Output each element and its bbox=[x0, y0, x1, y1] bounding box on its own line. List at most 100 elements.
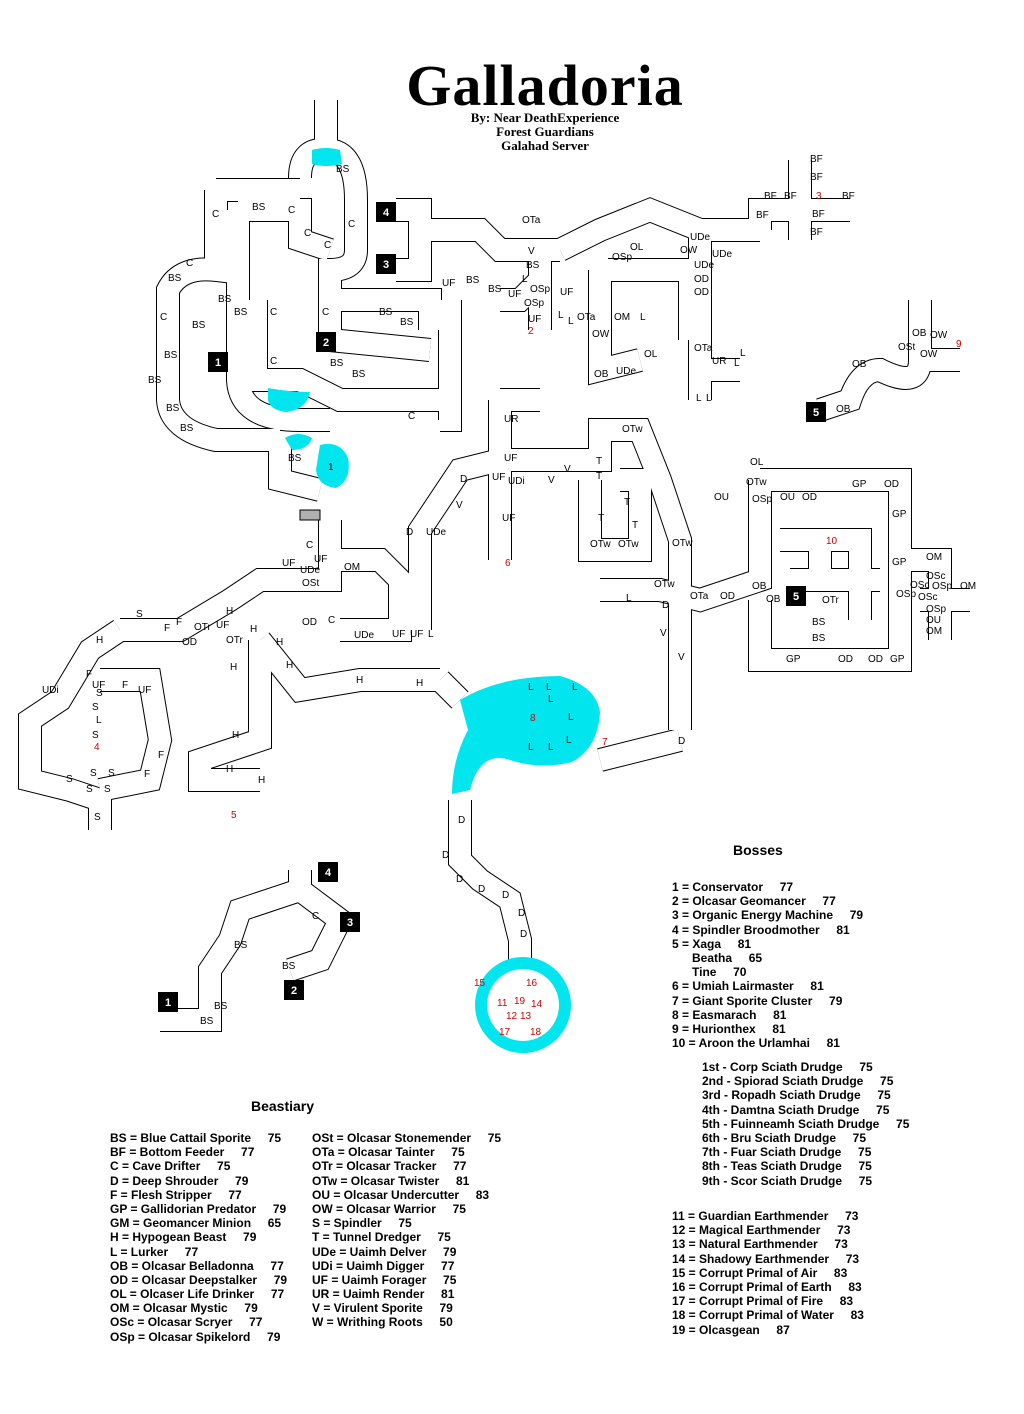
monster-label: D bbox=[456, 874, 463, 885]
monster-label: OD bbox=[802, 492, 817, 503]
monster-label: F bbox=[158, 750, 164, 761]
zone-marker: 4 bbox=[376, 202, 396, 222]
monster-label: UR bbox=[504, 414, 518, 425]
monster-label: BS bbox=[218, 294, 232, 305]
sciath-entry: 9th - Scor Sciath Drudge 75 bbox=[702, 1173, 873, 1188]
monster-label: BS bbox=[282, 961, 296, 972]
beast-entry: OTa = Olcasar Tainter 75 bbox=[312, 1145, 465, 1160]
monster-label: F bbox=[86, 669, 92, 680]
map-title: Galladoria bbox=[406, 53, 684, 118]
monster-label: T bbox=[596, 471, 602, 482]
beast-entry: D = Deep Shrouder 79 bbox=[110, 1173, 249, 1188]
monster-label: GP bbox=[852, 479, 867, 490]
boss-spot-number: 4 bbox=[94, 742, 100, 753]
boss-entry: 7 = Giant Sporite Cluster 79 bbox=[672, 993, 843, 1008]
monster-label: S bbox=[92, 702, 99, 713]
monster-label: BF bbox=[810, 172, 823, 183]
monster-label: L bbox=[572, 682, 578, 693]
beast-entry: OW = Olcasar Warrior 75 bbox=[312, 1201, 466, 1216]
monster-label: L bbox=[568, 712, 574, 723]
monster-label: OSc bbox=[910, 580, 929, 591]
monster-label: D bbox=[458, 815, 465, 826]
monster-label: BS bbox=[192, 320, 206, 331]
monster-label: L bbox=[734, 358, 740, 369]
earthmender-entry: 18 = Corrupt Primal of Water 83 bbox=[672, 1308, 864, 1323]
sciath-entry: 1st - Corp Sciath Drudge 75 bbox=[702, 1060, 873, 1074]
monster-label: D bbox=[442, 850, 449, 861]
monster-label: H bbox=[416, 678, 423, 689]
monster-label: L bbox=[428, 629, 434, 640]
monster-label: BF bbox=[812, 209, 825, 220]
monster-label: H bbox=[232, 730, 239, 741]
monster-label: S bbox=[108, 768, 115, 779]
boss-entry: 10 = Aroon the Urlamhai 81 bbox=[672, 1036, 840, 1051]
monster-label: OU bbox=[926, 615, 941, 626]
beast-entry: BF = Bottom Feeder 77 bbox=[110, 1145, 255, 1160]
beast-entry: GP = Gallidorian Predator 79 bbox=[110, 1201, 287, 1216]
monster-label: BS bbox=[200, 1016, 214, 1027]
monster-label: T bbox=[624, 497, 630, 508]
monster-label: OSp bbox=[932, 581, 952, 592]
monster-label: OSt bbox=[302, 578, 319, 589]
monster-label: C bbox=[312, 911, 319, 922]
monster-label: UF bbox=[314, 554, 327, 565]
earthmender-entry: 11 = Guardian Earthmender 73 bbox=[672, 1209, 859, 1223]
water-pool-mid bbox=[268, 388, 310, 412]
beast-entry: C = Cave Drifter 75 bbox=[110, 1159, 231, 1174]
monster-label: UF bbox=[392, 629, 405, 640]
water-pool-small bbox=[285, 434, 312, 450]
monster-label: OW bbox=[920, 349, 938, 360]
beast-entry: OM = Olcasar Mystic 79 bbox=[110, 1301, 258, 1316]
tunnel-network bbox=[18, 100, 970, 1032]
beast-entry: UF = Uaimh Forager 75 bbox=[312, 1272, 457, 1287]
boss-spot-number: 14 bbox=[531, 999, 543, 1010]
boss-entry: 4 = Spindler Broodmother 81 bbox=[672, 922, 850, 937]
monster-label: C bbox=[186, 258, 193, 269]
monster-label: S bbox=[96, 688, 103, 699]
monster-label: OD bbox=[302, 617, 317, 628]
monster-label: D bbox=[478, 884, 485, 895]
monster-label: OU bbox=[714, 492, 729, 503]
monster-label: L bbox=[546, 682, 552, 693]
monster-label: OD bbox=[838, 654, 853, 665]
monster-label: T bbox=[596, 456, 602, 467]
boss-spot-number: 19 bbox=[514, 996, 526, 1007]
monster-label: OTa bbox=[690, 591, 709, 602]
monster-label: OSc bbox=[918, 592, 937, 603]
monster-label: V bbox=[528, 246, 535, 257]
svg-text:5: 5 bbox=[793, 591, 799, 603]
monster-label: OD bbox=[720, 591, 735, 602]
zone-marker: 1 bbox=[208, 352, 228, 372]
svg-text:5: 5 bbox=[813, 407, 819, 419]
monster-label: OB bbox=[836, 404, 851, 415]
monster-label: D bbox=[662, 600, 669, 611]
monster-label: V bbox=[564, 464, 571, 475]
monster-label: S bbox=[66, 774, 73, 785]
monster-label: UF bbox=[560, 287, 573, 298]
monster-label: H bbox=[258, 775, 265, 786]
beast-entry: OSc = Olcasar Scryer 77 bbox=[110, 1315, 263, 1330]
monster-label: F bbox=[122, 680, 128, 691]
monster-label: OB bbox=[766, 594, 781, 605]
monster-label: BS bbox=[252, 202, 266, 213]
boss-spot-number: 15 bbox=[474, 978, 486, 989]
svg-text:2: 2 bbox=[291, 985, 297, 997]
zone-marker: 2 bbox=[316, 332, 336, 352]
bosses-heading: Bosses bbox=[733, 842, 783, 858]
monster-label: BS bbox=[336, 164, 350, 175]
boss-spot-number: 10 bbox=[826, 536, 838, 547]
boss-entry: 2 = Olcasar Geomancer 77 bbox=[672, 894, 836, 909]
water-areas bbox=[268, 148, 600, 1053]
monster-label: OD bbox=[694, 287, 709, 298]
monster-label: D bbox=[406, 527, 413, 538]
sciath-entry: 7th - Fuar Sciath Drudge 75 bbox=[702, 1145, 872, 1160]
earthmender-entry: 17 = Corrupt Primal of Fire 83 bbox=[672, 1294, 854, 1309]
monster-label: OSp bbox=[524, 298, 544, 309]
beast-entry: OB = Olcasar Belladonna 77 bbox=[110, 1258, 284, 1273]
monster-label: BS bbox=[526, 260, 540, 271]
monster-label: BS bbox=[168, 273, 182, 284]
monster-label: OTw bbox=[622, 424, 643, 435]
